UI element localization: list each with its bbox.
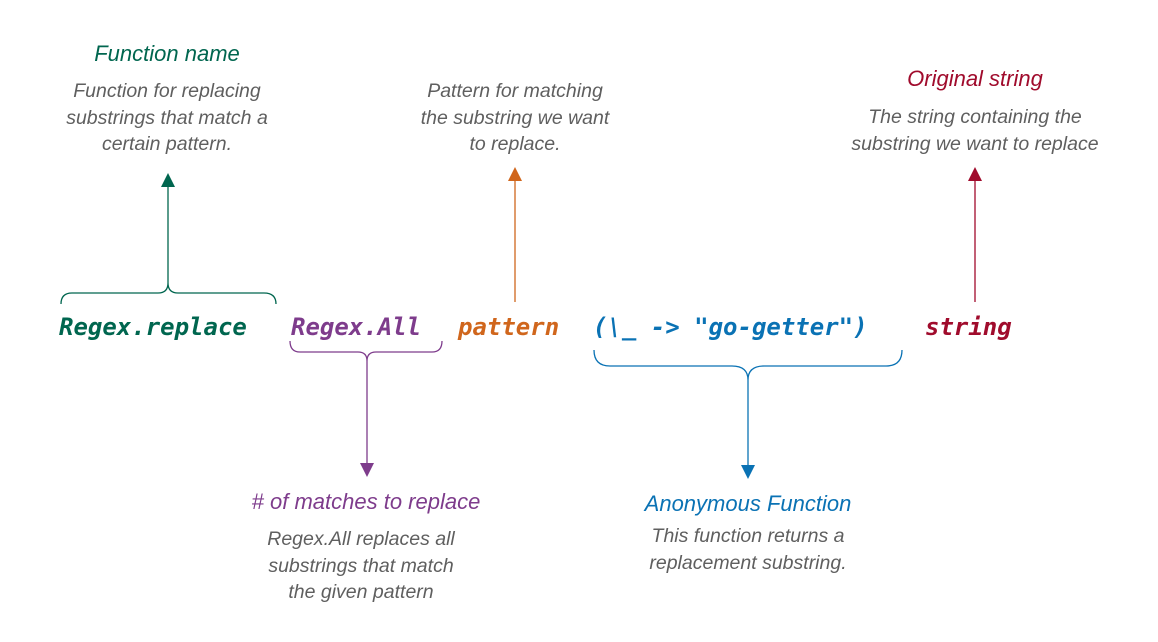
pattern-description-line: the substring we want [420,106,610,129]
code-match-count: Regex.All [291,313,422,341]
function-name-description: Function for replacing substrings that m… [37,78,297,158]
original-string-description-line: substring we want to replace [851,132,1099,155]
function-name-brace [60,282,277,305]
match-count-description-line: substrings that match [268,554,454,577]
function-name-description-line: substrings that match a [66,106,268,129]
function-name-description-line: Function for replacing [73,80,261,102]
anonymous-function-description: This function returns a replacement subs… [598,523,898,576]
pattern-description-line: to replace. [469,133,561,155]
match-count-description-line: Regex.All replaces all [267,528,455,550]
code-pattern: pattern [458,313,560,341]
original-string-title: Original string [907,66,1043,91]
pattern-description: Pattern for matching the substring we wa… [395,78,635,158]
code-anonymous-function: (\_ -> "go-getter") [593,313,868,341]
original-string-description: The string containing the substring we w… [815,104,1135,157]
function-name-title: Function name [94,41,240,66]
anonymous-function-brace [593,349,903,381]
pattern-description-line: Pattern for matching [427,80,603,102]
original-string-description-line: The string containing the [868,106,1082,128]
function-name-description-line: certain pattern. [101,133,233,155]
anonymous-function-description-line: replacement substring. [649,551,847,574]
match-count-brace [289,340,443,362]
anonymous-function-description-line: This function returns a [651,525,845,547]
match-count-title: # of matches to replace [251,489,481,514]
anonymous-function-title: Anonymous Function [644,491,852,516]
code-string: string [925,313,1012,341]
match-count-description-line: the given pattern [288,581,434,603]
code-function-name: Regex.replace [59,313,247,341]
match-count-description: Regex.All replaces all substrings that m… [231,526,491,606]
